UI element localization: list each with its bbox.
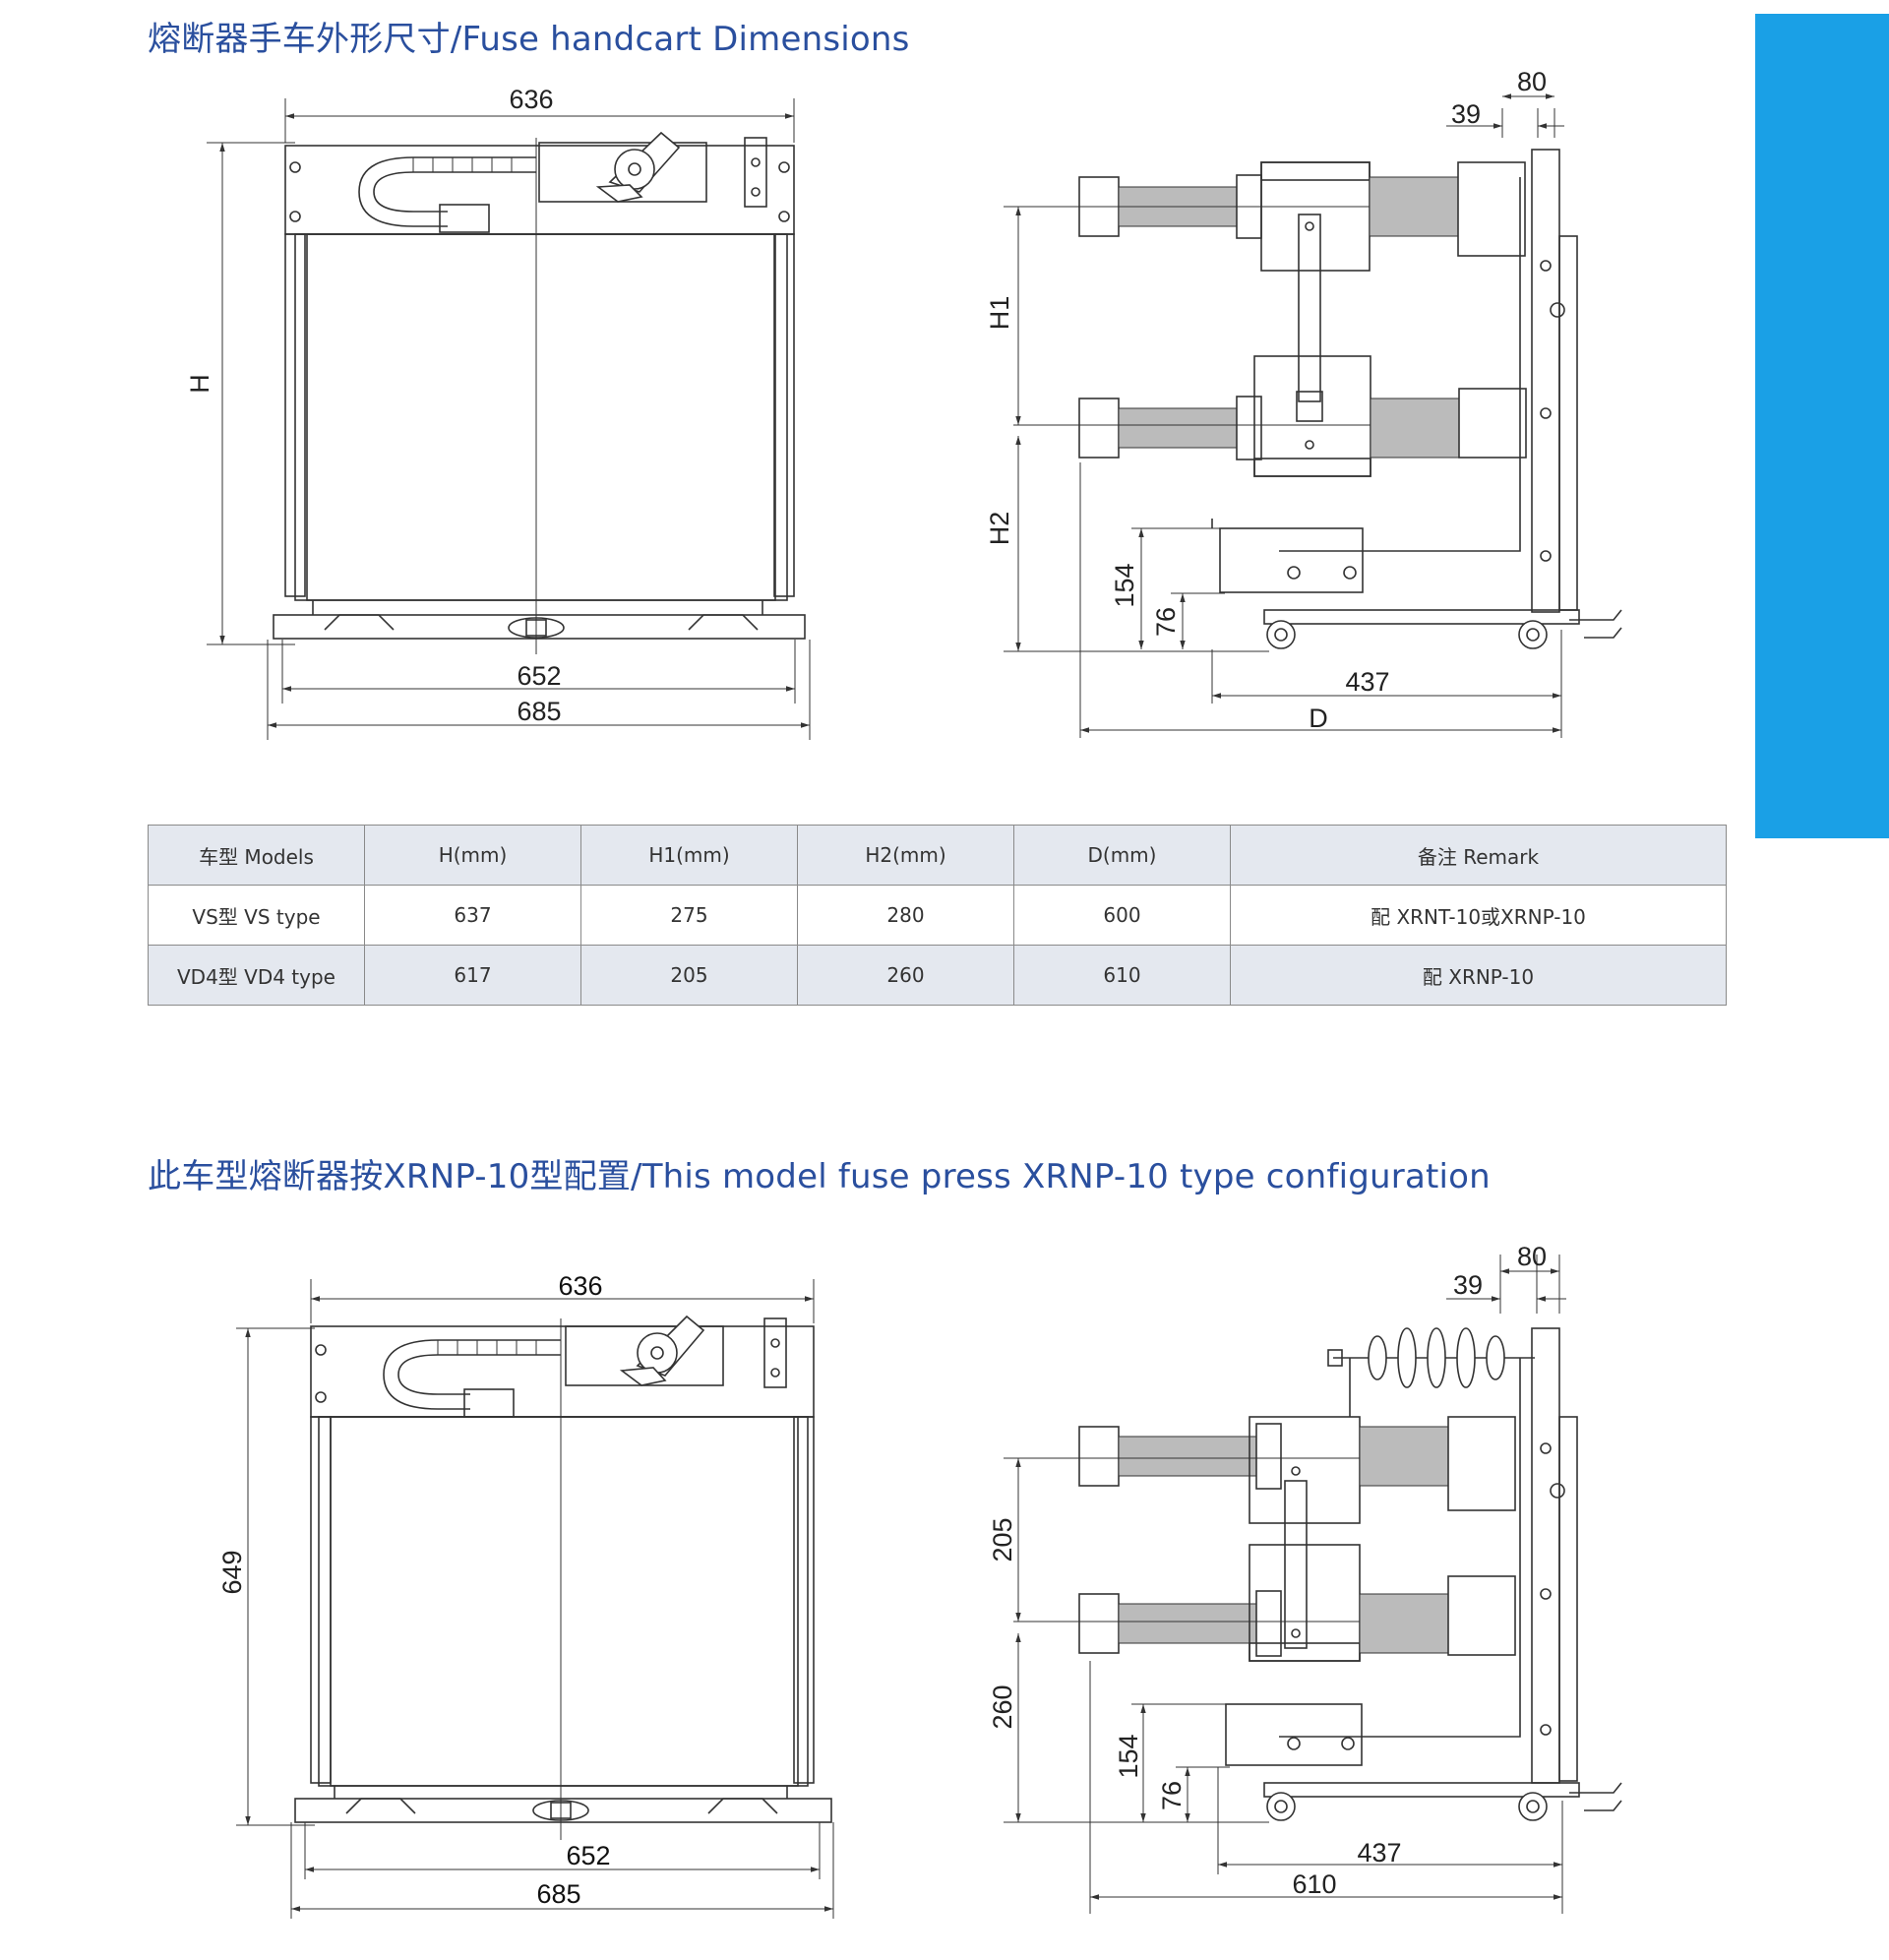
dim-front2-width-top: 636 (558, 1271, 602, 1301)
dim-side2-76: 76 (1157, 1781, 1187, 1810)
dim-side-76: 76 (1151, 607, 1181, 637)
dim-side2-437: 437 (1357, 1838, 1401, 1868)
dim-side-h2: H2 (985, 512, 1014, 546)
cell-h1: 205 (580, 945, 798, 1006)
dim-front-height: H (185, 374, 214, 394)
dim-side2-154: 154 (1114, 1734, 1143, 1778)
dim-front-width-top: 636 (509, 85, 553, 114)
dim-side-depth: D (1309, 704, 1328, 733)
dim-front2-width-base: 685 (536, 1879, 580, 1909)
cell-h2: 280 (797, 885, 1014, 946)
cell-h1: 275 (580, 885, 798, 946)
table-row: VD4型 VD4 type 617 205 260 610 配 XRNP-10 (148, 945, 1727, 1006)
dim-side-80: 80 (1517, 67, 1547, 96)
header-remark: 备注 Remark (1230, 825, 1727, 886)
dim-side-437: 437 (1345, 667, 1389, 697)
dim-side2-depth: 610 (1292, 1869, 1336, 1899)
dim-front-width-base: 685 (517, 697, 561, 726)
header-h2: H2(mm) (797, 825, 1014, 886)
cell-remark: 配 XRNT-10或XRNP-10 (1230, 885, 1727, 946)
side-view-2: 80 39 (988, 1242, 1622, 1914)
dim-side-154: 154 (1110, 563, 1139, 607)
dim-front2-width-rail: 652 (566, 1841, 610, 1870)
front-view-2: 636 649 652 (217, 1271, 834, 1919)
spec-table: 车型 Models H(mm) H1(mm) H2(mm) D(mm) 备注 R… (148, 825, 1727, 1006)
dim-side2-39: 39 (1453, 1270, 1483, 1300)
cell-d: 600 (1013, 885, 1231, 946)
dim-side2-h2: 260 (988, 1684, 1017, 1729)
cell-model: VS型 VS type (148, 885, 365, 946)
dim-front2-height: 649 (217, 1550, 247, 1594)
dim-side-h1: H1 (985, 296, 1014, 331)
header-models: 车型 Models (148, 825, 365, 886)
cell-h: 637 (364, 885, 581, 946)
table-row: VS型 VS type 637 275 280 600 配 XRNT-10或XR… (148, 885, 1727, 946)
cell-h: 617 (364, 945, 581, 1006)
table-header-row: 车型 Models H(mm) H1(mm) H2(mm) D(mm) 备注 R… (148, 825, 1727, 886)
cell-d: 610 (1013, 945, 1231, 1006)
header-d: D(mm) (1013, 825, 1231, 886)
section-title-xrnp-config: 此车型熔断器按XRNP-10型配置/This model fuse press … (148, 1157, 1491, 1196)
cell-h2: 260 (797, 945, 1014, 1006)
front-view-1: 636 H (185, 85, 811, 740)
side-view-1: 80 39 (985, 67, 1622, 738)
accent-bar (1755, 14, 1889, 838)
dim-side2-80: 80 (1517, 1242, 1547, 1271)
header-h: H(mm) (364, 825, 581, 886)
cell-model: VD4型 VD4 type (148, 945, 365, 1006)
header-h1: H1(mm) (580, 825, 798, 886)
dim-front-width-rail: 652 (517, 661, 561, 691)
dim-side-39: 39 (1451, 99, 1481, 129)
dim-side2-h1: 205 (988, 1517, 1017, 1562)
section-title-dimensions: 熔断器手车外形尺寸/Fuse handcart Dimensions (148, 20, 910, 59)
cell-remark: 配 XRNP-10 (1230, 945, 1727, 1006)
